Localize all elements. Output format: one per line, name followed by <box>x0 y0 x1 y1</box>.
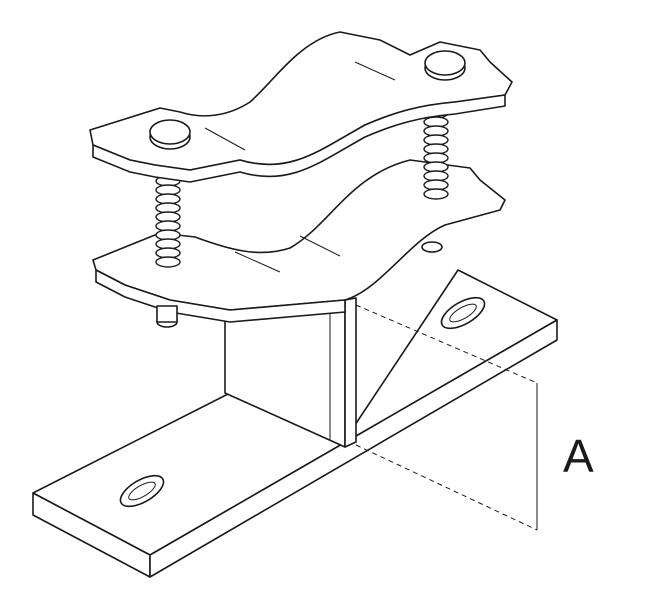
base-slot-rear <box>440 296 486 330</box>
bolt-right <box>421 98 449 253</box>
upper-clamp-saddle <box>89 31 513 183</box>
base-slot-front <box>119 474 165 508</box>
bolt-head-left <box>149 119 191 150</box>
bolt-head-right <box>424 50 466 81</box>
dimension-label: A <box>563 430 594 482</box>
lower-clamp-saddle <box>92 159 506 323</box>
dimension-a-lines <box>355 304 538 531</box>
bolt-thread <box>423 188 449 200</box>
bolt-thread <box>155 256 181 268</box>
upright-web <box>224 297 357 448</box>
